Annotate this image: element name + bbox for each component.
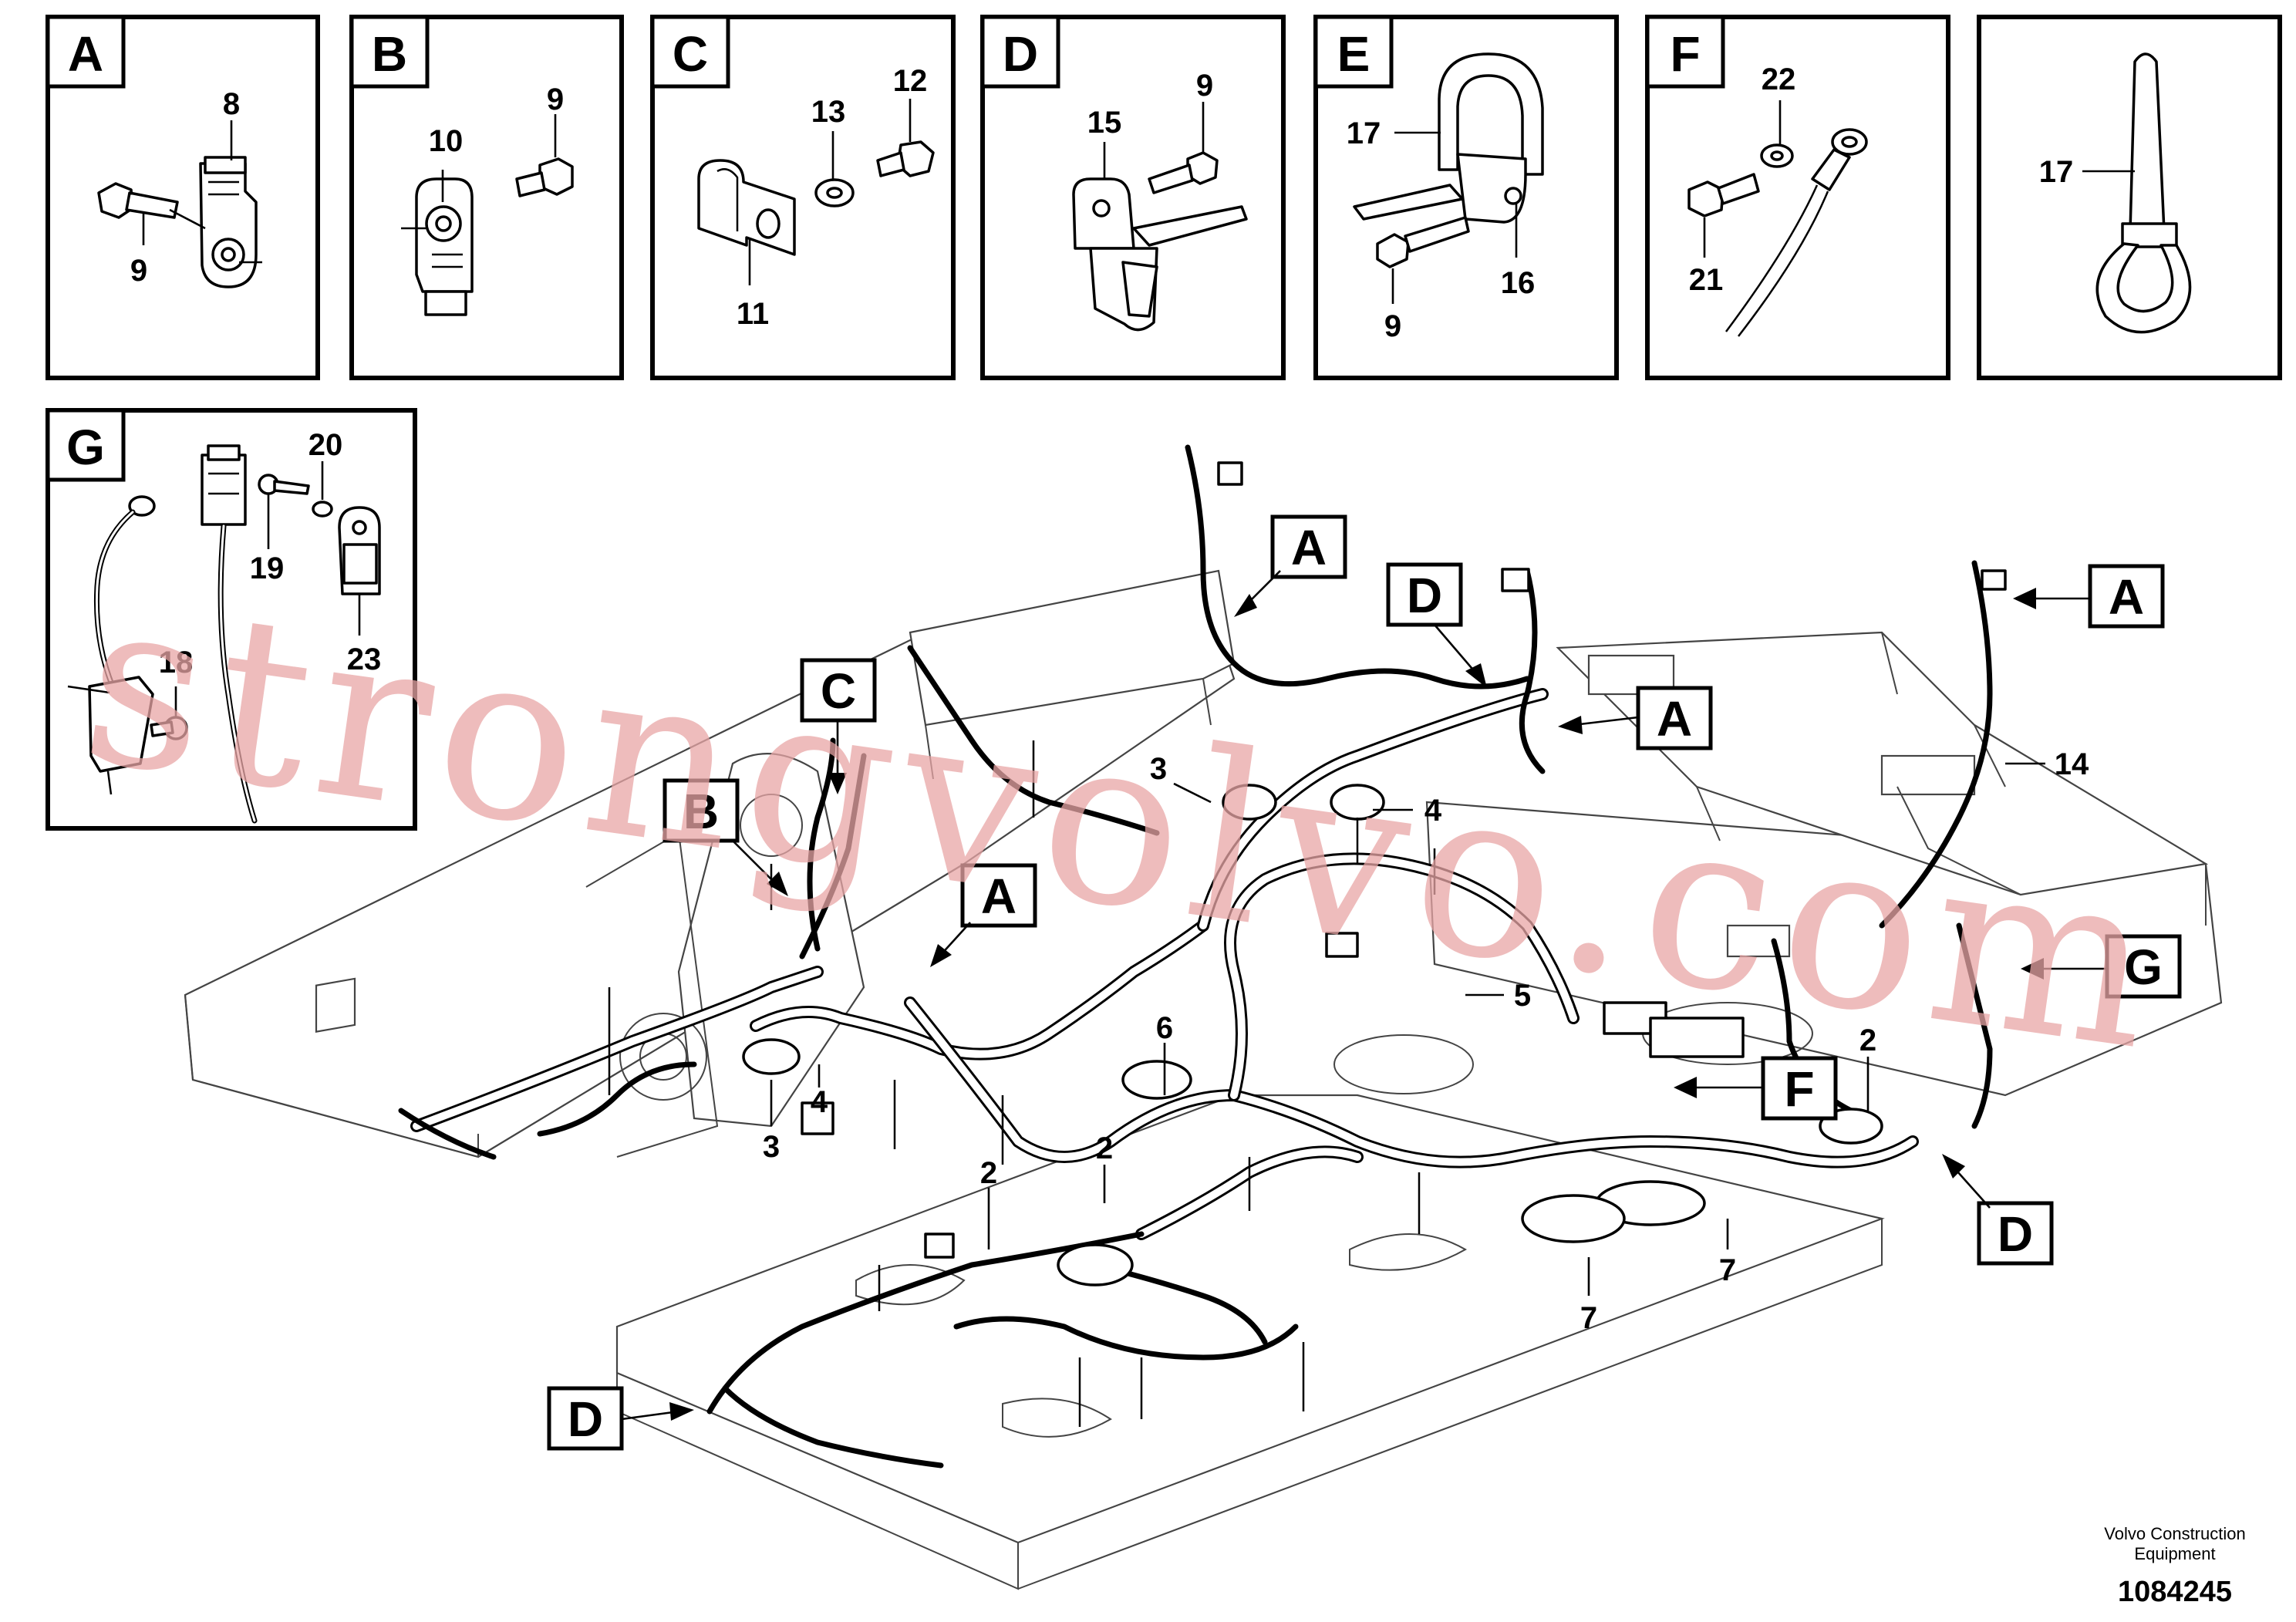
main-callout-a-2: A	[1558, 686, 1713, 750]
svg-text:D: D	[1407, 568, 1442, 623]
main-callout-d-2: D	[1942, 1154, 2054, 1266]
svg-text:D: D	[568, 1391, 603, 1447]
callout-11: 11	[737, 297, 769, 331]
callout-9: 9	[130, 254, 147, 288]
main-callout-g: G	[2021, 934, 2182, 999]
callout-21: 21	[1689, 263, 1724, 297]
callout-9: 9	[547, 83, 564, 116]
svg-text:C: C	[821, 663, 856, 719]
svg-text:A: A	[2109, 569, 2144, 625]
svg-text:G: G	[2124, 939, 2163, 995]
detail-letter: D	[1003, 26, 1038, 82]
callout-3: 3	[763, 1130, 780, 1164]
callout-2: 2	[1096, 1131, 1113, 1165]
ground-cable-icon	[67, 495, 156, 795]
cable-tie-mount-icon	[1072, 177, 1248, 332]
callout-23: 23	[347, 642, 382, 676]
callout-2: 2	[980, 1156, 997, 1190]
nut-clip-icon	[415, 177, 474, 316]
callout-14: 14	[2055, 747, 2089, 781]
main-callout-d-1: D	[1386, 562, 1487, 688]
bolt-icon	[876, 140, 935, 177]
cable-tie-icon	[2095, 52, 2192, 334]
callout-7: 7	[1580, 1301, 1597, 1335]
detail-panel-a: A 8 9	[46, 15, 320, 380]
detail-letter: B	[372, 26, 407, 82]
main-callout-d-3: D	[547, 1386, 694, 1451]
callout-6: 6	[1156, 1011, 1173, 1045]
drawing-footer: Volvo Construction Equipment 1084245	[2104, 1524, 2245, 1608]
callout-4: 4	[1424, 794, 1442, 828]
main-number-callouts: 3 4 14 5 6 4 3 2 2 2 7 7	[763, 747, 2089, 1335]
detail-letter: E	[1337, 26, 1371, 82]
bolt-icon	[150, 474, 310, 740]
svg-text:B: B	[683, 784, 719, 839]
callout-9: 9	[1196, 69, 1213, 103]
p-clamp-icon	[697, 159, 796, 256]
detail-letter: F	[1670, 26, 1700, 82]
nut-clip-icon	[199, 156, 258, 288]
bolt-icon	[515, 157, 574, 197]
detail-letter: C	[673, 26, 708, 82]
callout-17: 17	[2039, 155, 2074, 189]
callout-17: 17	[1347, 116, 1381, 150]
company-line-1: Volvo Construction	[2104, 1524, 2245, 1543]
detail-panel-g: G	[46, 408, 417, 831]
svg-text:A: A	[1657, 691, 1692, 747]
drawing-number: 1084245	[2118, 1576, 2232, 1608]
washer-icon	[814, 178, 855, 207]
callout-9: 9	[1384, 309, 1401, 343]
bolt-icon	[1687, 173, 1760, 218]
callout-3: 3	[1150, 752, 1167, 786]
main-callout-a-3: A	[2013, 564, 2165, 629]
svg-text:A: A	[1291, 520, 1327, 575]
callout-12: 12	[893, 64, 928, 98]
main-callout-a-4: A	[930, 863, 1037, 967]
connector-icon	[201, 444, 258, 824]
bolt-icon	[97, 182, 179, 219]
svg-text:D: D	[1998, 1206, 2033, 1262]
detail-panel-cable-tie: 17	[1977, 15, 2282, 380]
main-callout-f: F	[1674, 1056, 1838, 1121]
nut-clip-icon	[338, 506, 381, 595]
washer-icon	[312, 501, 333, 518]
wiring-harness	[398, 444, 2007, 1469]
detail-letter: A	[68, 26, 103, 82]
svg-text:F: F	[1784, 1061, 1814, 1117]
main-callout-a-1: A	[1234, 514, 1347, 617]
detail-panel-c: C 13 12 11	[650, 15, 956, 380]
callout-2: 2	[1859, 1023, 1876, 1057]
ring-terminal-icon	[1725, 128, 1868, 337]
bolt-icon	[1148, 151, 1219, 194]
callout-7: 7	[1719, 1253, 1736, 1287]
callout-19: 19	[250, 551, 285, 585]
detail-letter: G	[66, 420, 105, 475]
main-callout-b: B	[663, 778, 788, 896]
washer-icon	[1760, 143, 1794, 168]
callout-16: 16	[1501, 266, 1536, 300]
callout-5: 5	[1514, 979, 1531, 1013]
company-line-2: Equipment	[2134, 1544, 2215, 1563]
detail-panel-d: D 15 9	[980, 15, 1286, 380]
detail-panel-f: F 22 21	[1645, 15, 1950, 380]
detail-panel-b: B 10 9	[349, 15, 624, 380]
cable-tie-icon	[1353, 52, 1544, 224]
callout-18: 18	[159, 646, 194, 679]
callout-20: 20	[308, 428, 343, 462]
callout-10: 10	[429, 124, 464, 158]
bolt-icon	[1376, 216, 1470, 268]
callout-13: 13	[811, 95, 846, 129]
callout-22: 22	[1762, 62, 1796, 96]
svg-text:A: A	[981, 868, 1017, 924]
main-callout-c: C	[800, 658, 877, 794]
detail-panel-e: E 17 16 9	[1313, 15, 1619, 380]
callout-8: 8	[223, 87, 240, 121]
callout-15: 15	[1087, 106, 1122, 140]
callout-4: 4	[811, 1085, 828, 1119]
